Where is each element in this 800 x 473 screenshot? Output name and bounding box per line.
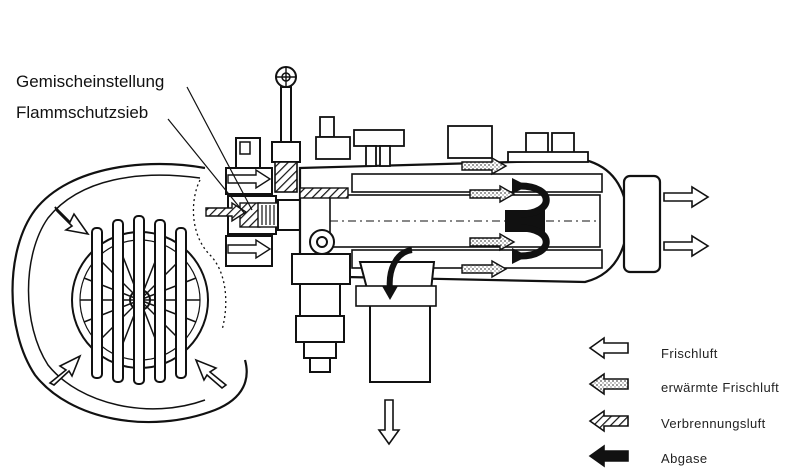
mixture-adjustment-knob bbox=[271, 66, 301, 193]
hatched-arrow-icon bbox=[588, 409, 629, 433]
stippled-arrow-icon bbox=[588, 372, 629, 396]
fan-impeller bbox=[71, 215, 209, 385]
top-fittings bbox=[315, 116, 589, 167]
outlet-arrows bbox=[663, 185, 710, 258]
exhaust-pipe bbox=[355, 247, 437, 446]
internal-airflow-arrows bbox=[205, 156, 516, 279]
heat-exchanger bbox=[298, 158, 662, 284]
exhaust-turn-arrow-lower bbox=[519, 224, 550, 260]
legend-label-fresh-air: Frischluft bbox=[661, 346, 718, 361]
leader-mixture bbox=[186, 86, 253, 211]
legend-label-exhaust: Abgase bbox=[661, 451, 708, 466]
blower-fan bbox=[11, 162, 248, 424]
leader-screen bbox=[167, 118, 246, 215]
exhaust-turn-arrow-upper bbox=[519, 182, 550, 218]
fan-intake-arrows bbox=[48, 206, 228, 390]
callout-flame-screen: Flammschutzsieb bbox=[16, 103, 149, 122]
fuel-pump-assembly bbox=[291, 229, 351, 373]
solid-arrow-icon bbox=[588, 444, 629, 468]
legend-label-heated-fresh-air: erwärmte Frischluft bbox=[661, 380, 780, 395]
callout-mixture-setting: Gemischeinstellung bbox=[16, 72, 165, 91]
legend-label-combustion-air: Verbrennungsluft bbox=[661, 416, 766, 431]
hollow-arrow-icon bbox=[588, 336, 629, 360]
legend-icons bbox=[588, 336, 629, 468]
